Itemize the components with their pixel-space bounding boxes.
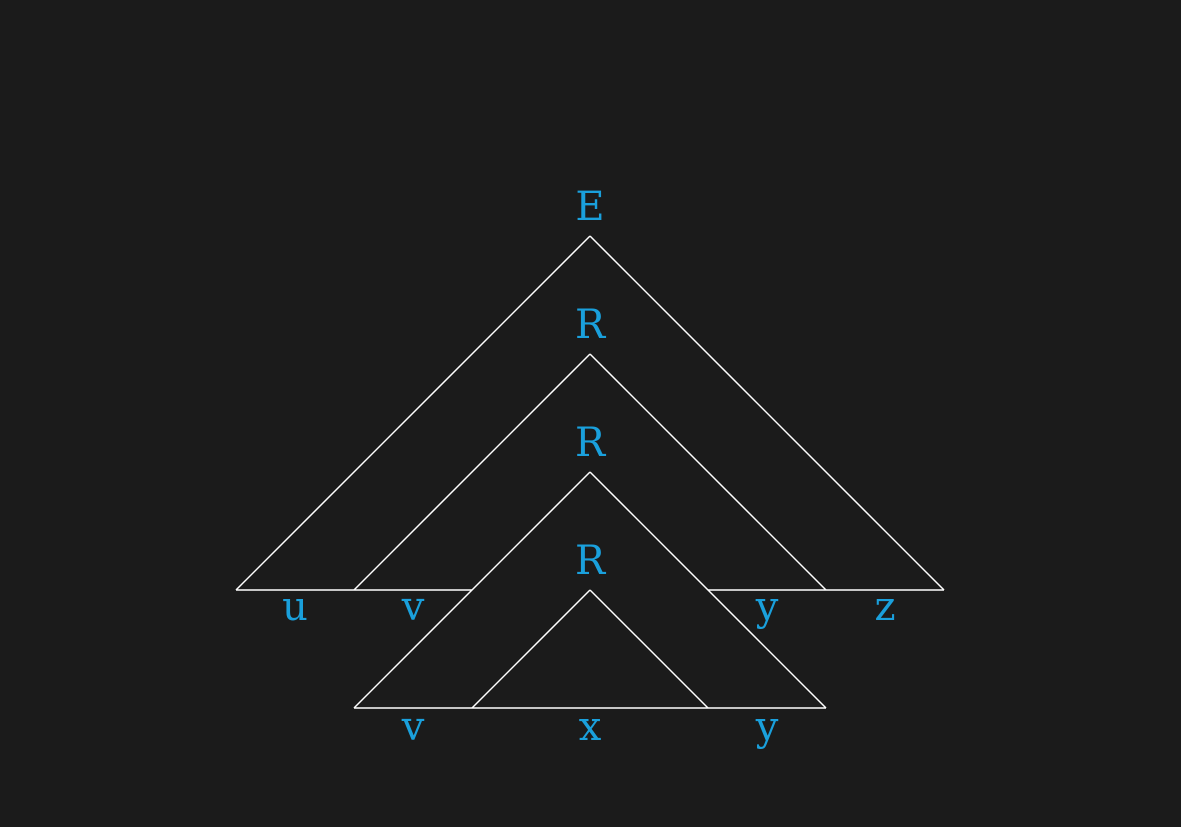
triangle-r1-right-edge [589,353,827,591]
segment-label-y-top: y [755,584,779,630]
triangle-r3-right-edge [589,589,709,709]
node-label-e: E [575,184,604,230]
segment-label-v-top: v [401,584,425,630]
triangle-e-right-edge [589,235,945,591]
node-label-r1: R [575,302,607,348]
segment-label-u: u [282,584,308,630]
triangle-r1-left-edge [353,353,591,591]
segment-label-v-bottom: v [401,704,425,750]
segment-label-z: z [874,584,895,630]
triangle-r3-left-edge [471,589,591,709]
triangle-e-left-edge [235,235,591,591]
node-label-r3: R [575,538,607,584]
node-label-r2: R [575,420,607,466]
segment-label-x: x [579,704,602,750]
segment-label-y-bottom: y [755,704,779,750]
